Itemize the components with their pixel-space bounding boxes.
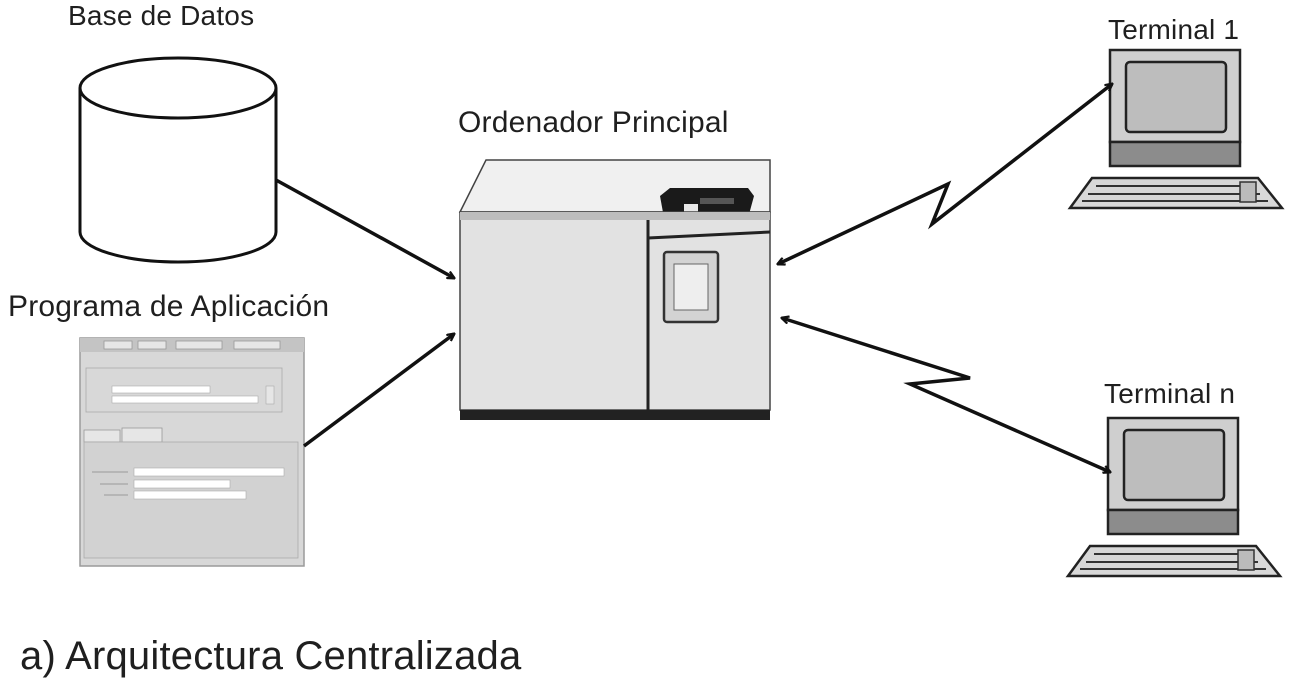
terminal-1-label: Terminal 1 [1108, 14, 1240, 45]
diagram-caption: a) Arquitectura Centralizada [20, 634, 522, 678]
main-computer-label: Ordenador Principal [458, 106, 729, 139]
application-window-icon [79, 337, 305, 567]
link-main-terminal-1 [778, 84, 1112, 264]
database-cylinder-icon [78, 56, 278, 264]
link-main-terminal-n [782, 318, 1110, 472]
terminal-n-label: Terminal n [1104, 378, 1236, 409]
arrow-application-to-main [302, 334, 454, 448]
computer-terminal-icon [1065, 416, 1283, 578]
computer-terminal-icon [1067, 48, 1285, 210]
mainframe-icon [458, 159, 771, 420]
arrow-database-to-main [275, 178, 454, 278]
database-label: Base de Datos [68, 0, 255, 31]
application-label: Programa de Aplicación [8, 290, 330, 323]
